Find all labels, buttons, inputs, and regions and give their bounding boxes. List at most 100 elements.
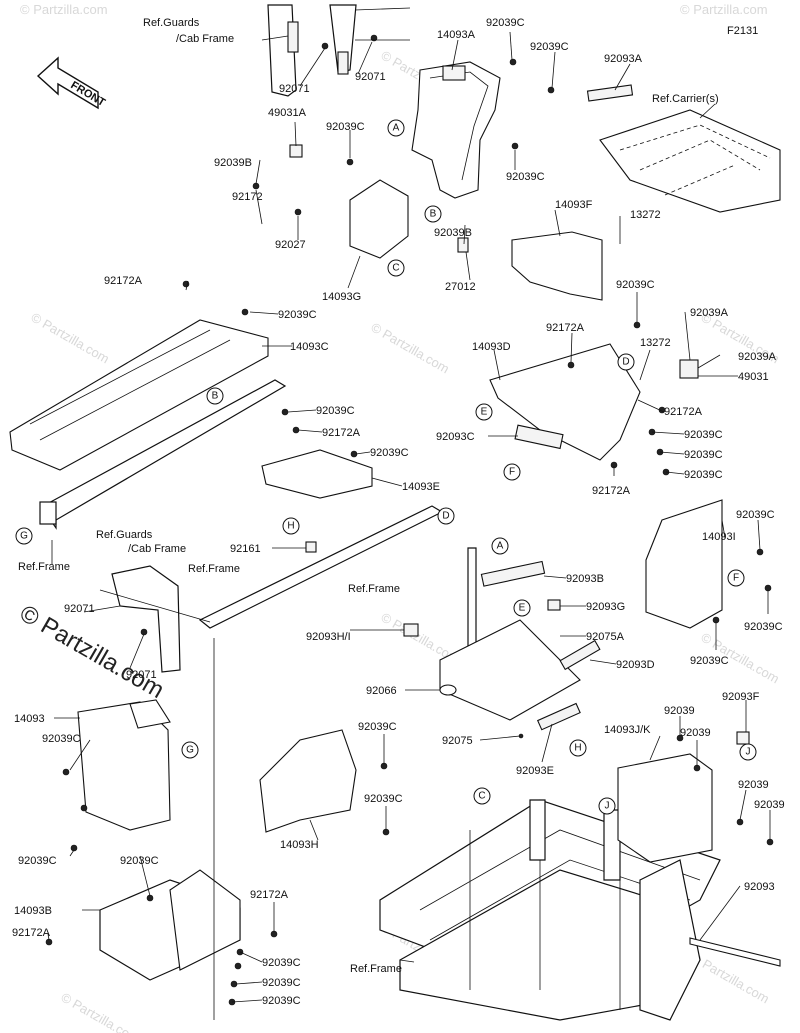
callout-j-bottom: J xyxy=(598,797,616,815)
callout-c-bottom: C xyxy=(473,787,491,805)
part-number-label: 92093F xyxy=(722,691,760,703)
svg-text:A: A xyxy=(497,541,504,552)
part-number-label: 92075A xyxy=(586,631,625,643)
svg-text:G: G xyxy=(186,745,194,756)
part-number-label: 92027 xyxy=(275,239,306,251)
floor-tray xyxy=(403,547,601,739)
svg-text:F: F xyxy=(733,573,739,584)
callout-e-center: E xyxy=(513,599,531,617)
part-number-label: 92039C xyxy=(262,957,301,969)
svg-text:G: G xyxy=(20,531,28,542)
front-arrow-icon: FRONT xyxy=(36,56,107,110)
part-number-label: 92071 xyxy=(279,83,310,95)
part-number-label: 92039C xyxy=(506,171,545,183)
part-number-label: 92172A xyxy=(12,927,51,939)
callout-b-top: B xyxy=(424,205,442,223)
callout-j-right: J xyxy=(739,743,757,761)
callout-markers: A B C D E F B H D G A E F G J H C J xyxy=(15,119,757,815)
part-number-label: 92071 xyxy=(355,71,386,83)
part-number-label: 92093G xyxy=(586,601,625,613)
ref-label: Ref.Frame xyxy=(188,563,240,575)
panel-14093d xyxy=(489,321,699,476)
leader-lines xyxy=(47,31,771,1020)
cab-frame-tubes-top xyxy=(267,4,411,97)
part-number-label: 14093I xyxy=(702,531,736,543)
part-number-label: 92066 xyxy=(366,685,397,697)
part-number-label: 92039C xyxy=(364,793,403,805)
part-number-label: 92093H/I xyxy=(306,631,351,643)
watermark-main: © Partzilla.com xyxy=(15,600,169,704)
watermark-text: © Partzilla.com xyxy=(29,310,112,367)
guard-14093 xyxy=(62,565,181,852)
svg-text:B: B xyxy=(430,209,437,220)
part-number-label: 92039 xyxy=(664,705,695,717)
svg-text:H: H xyxy=(574,743,581,754)
svg-text:E: E xyxy=(481,407,488,418)
part-number-label: 92039B xyxy=(214,157,252,169)
svg-text:D: D xyxy=(622,357,629,368)
part-number-label: 13272 xyxy=(640,337,671,349)
part-number-label: 92071 xyxy=(126,669,157,681)
svg-text:E: E xyxy=(519,603,526,614)
ref-label: Ref.Guards xyxy=(143,17,200,29)
part-number-label: 92039C xyxy=(18,855,57,867)
part-number-label: 14093A xyxy=(437,29,476,41)
part-number-label: 92039 xyxy=(738,779,769,791)
svg-text:C: C xyxy=(478,791,485,802)
svg-text:J: J xyxy=(605,801,610,812)
part-number-label: 13272 xyxy=(630,209,661,221)
main-chassis-frame xyxy=(379,799,781,1021)
panel-14093jk xyxy=(617,731,774,863)
part-number-label: 92039C xyxy=(486,17,525,29)
part-number-label: 92039C xyxy=(530,41,569,53)
part-number-label: 49031A xyxy=(268,107,307,119)
part-number-label: 92039C xyxy=(278,309,317,321)
part-number-label: 92093D xyxy=(616,659,655,671)
bracket-14093g xyxy=(252,144,409,259)
part-number-label: 14093G xyxy=(322,291,361,303)
part-number-label: 92039A xyxy=(738,351,777,363)
part-number-label: 92039A xyxy=(690,307,729,319)
figure-code: F2131 xyxy=(727,25,758,37)
callout-f-right2: F xyxy=(727,569,745,587)
callout-g-left: G xyxy=(15,527,33,545)
svg-text:J: J xyxy=(746,747,751,758)
part-number-label: 49031 xyxy=(738,371,769,383)
svg-text:D: D xyxy=(442,511,449,522)
part-number-label: 92039C xyxy=(684,469,723,481)
ref-label: Ref.Frame xyxy=(350,963,402,975)
part-number-label: 14093H xyxy=(280,839,319,851)
guard-14093i xyxy=(645,499,772,629)
callout-g-left2: G xyxy=(181,741,199,759)
part-number-label: 92039B xyxy=(434,227,472,239)
ref-label: /Cab Frame xyxy=(176,33,234,45)
part-number-label: 27012 xyxy=(445,281,476,293)
frame-rail-left xyxy=(39,379,287,530)
ref-label: Ref.Frame xyxy=(18,561,70,573)
ref-label: Ref.Guards xyxy=(96,529,153,541)
part-labels: Ref.Guards /Cab Frame 92071 92071 14093A… xyxy=(12,17,785,1007)
part-number-label: 92172A xyxy=(546,322,585,334)
svg-text:F: F xyxy=(509,467,515,478)
part-number-label: 92039C xyxy=(316,405,355,417)
part-number-label: 14093C xyxy=(290,341,329,353)
part-number-label: 14093D xyxy=(472,341,511,353)
frame-rail-center xyxy=(198,408,444,629)
part-number-label: 92039C xyxy=(684,429,723,441)
part-number-label: 92172 xyxy=(232,191,263,203)
part-number-label: 92093B xyxy=(566,573,604,585)
watermark-text: © Partzilla.com xyxy=(59,990,142,1033)
ref-label: Ref.Carrier(s) xyxy=(652,93,719,105)
part-number-label: 92039C xyxy=(358,721,397,733)
part-number-label: 92172A xyxy=(322,427,361,439)
part-number-label: 92039C xyxy=(262,995,301,1007)
part-number-label: 92172A xyxy=(664,406,703,418)
panel-14093c xyxy=(9,280,269,471)
part-number-label: 92039C xyxy=(42,733,81,745)
part-number-label: 92039C xyxy=(326,121,365,133)
part-number-label: 92039C xyxy=(744,621,783,633)
part-number-label: 92093E xyxy=(516,765,554,777)
part-number-label: 92039C xyxy=(262,977,301,989)
part-number-label: 14093F xyxy=(555,199,593,211)
